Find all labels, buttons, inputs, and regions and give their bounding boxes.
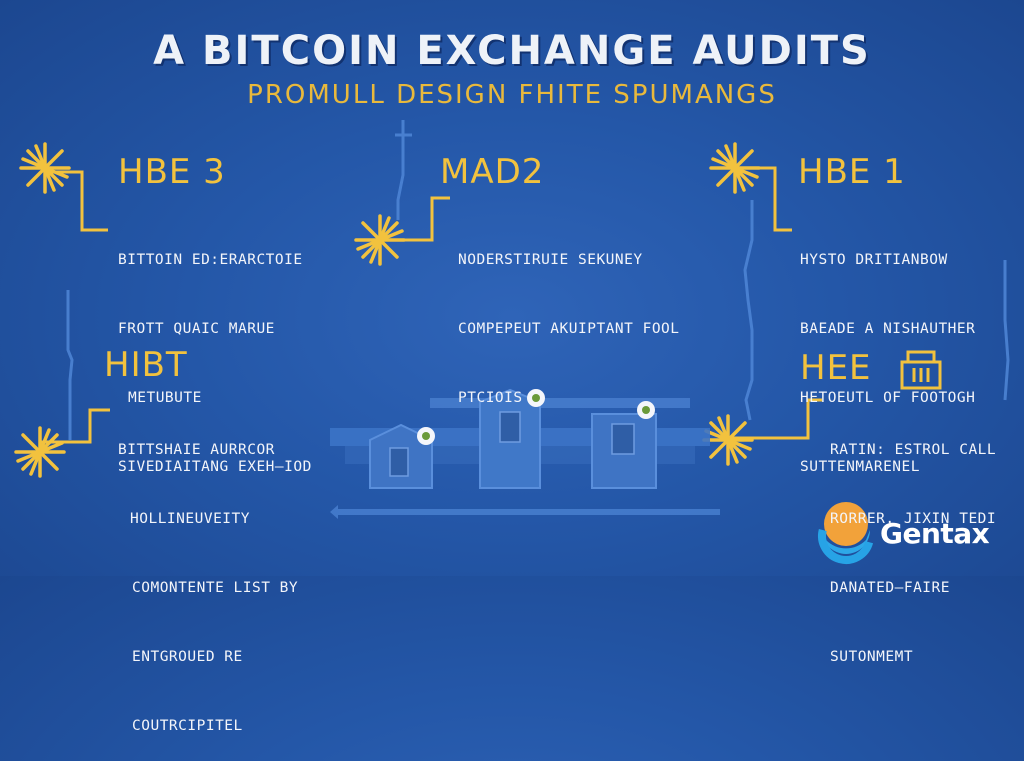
panel-line: SIVEDIAITANG EXEH—IOD [118, 459, 312, 475]
coin-badge-icon [417, 427, 435, 445]
panel-line: SUTTENMARENEL [800, 459, 920, 475]
panel-line: BITTOIN ED:ERARCTOIE [118, 252, 303, 268]
panel-text-top-center: NODERSTIRUIE SEKUNEY COMPEPEUT AKUIPTANT… [458, 203, 680, 433]
sunburst-icon [14, 426, 66, 478]
panel-line: ENTGROUED RE [132, 649, 243, 665]
panel-text-bottom-left: BITTSHAIE AURRCOR HOLLINEUVEITY COMONTEN… [118, 393, 298, 761]
panel-text-top-left: BITTOIN ED:ERARCTOIE FROTT QUAIC MARUE M… [118, 203, 312, 502]
panel-line: BITTSHAIE AURRCOR [118, 442, 275, 458]
padlock-icon [900, 350, 942, 390]
panel-line: COMPEPEUT AKUIPTANT FOOL [458, 321, 680, 337]
panel-heading-top-center: MAD2 [440, 152, 545, 192]
left-arrow-icon [330, 505, 720, 519]
sunburst-icon [354, 214, 406, 266]
panel-heading-top-left: HBE 3 [118, 152, 226, 192]
page-title: A BITCOIN EXCHANGE AUDITS [153, 28, 871, 74]
connector-lines [66, 120, 1010, 440]
panel-line: HYSTO DRITIANBOW [800, 252, 948, 268]
panel-text-top-right: HYSTO DRITIANBOW BAEADE A NISHAUTHER HET… [800, 203, 975, 502]
panel-line: SUTONMEMT [830, 649, 914, 665]
sunburst-icon [709, 142, 761, 194]
building-icon [369, 423, 433, 489]
building-icon [591, 413, 657, 489]
gentax-logo-icon [818, 502, 874, 564]
panel-line: METUBUTE [128, 390, 202, 406]
panel-line: COMONTENTE LIST BY [132, 580, 299, 596]
panel-line: HOLLINEUVEITY [130, 511, 250, 527]
panel-line: HETOEUTL OF FOOTOGH [800, 390, 976, 406]
gold-connectors [40, 166, 822, 444]
panel-line: PTCIOIS [458, 390, 523, 406]
page-subtitle: PROMULL DESIGN FHITE SPUMANGS [247, 80, 777, 110]
panel-line: RORRER. JIXIN TEDI [830, 511, 997, 527]
panel-line: BAEADE A NISHAUTHER [800, 321, 976, 337]
tower-icon [479, 388, 541, 489]
panel-line: COUTRCIPITEL [132, 718, 243, 734]
sunburst-icon [19, 142, 71, 194]
panel-heading-top-right: HBE 1 [798, 152, 906, 192]
sunburst-icon [702, 414, 754, 466]
panel-line: RATIN: ESTROL CALL [830, 442, 997, 458]
diagram-graphics [14, 120, 1010, 564]
panel-line: DANATED—FAIRE [830, 580, 950, 596]
panel-line: FROTT QUAIC MARUE [118, 321, 275, 337]
brand-logo-text: Gentax [880, 517, 990, 550]
panel-line: NODERSTIRUIE SEKUNEY [458, 252, 643, 268]
panel-heading-bottom-right: HEE [800, 348, 872, 388]
coin-badge-icon [527, 389, 545, 407]
panel-heading-bottom-left: HIBT [104, 345, 188, 385]
coin-badge-icon [637, 401, 655, 419]
